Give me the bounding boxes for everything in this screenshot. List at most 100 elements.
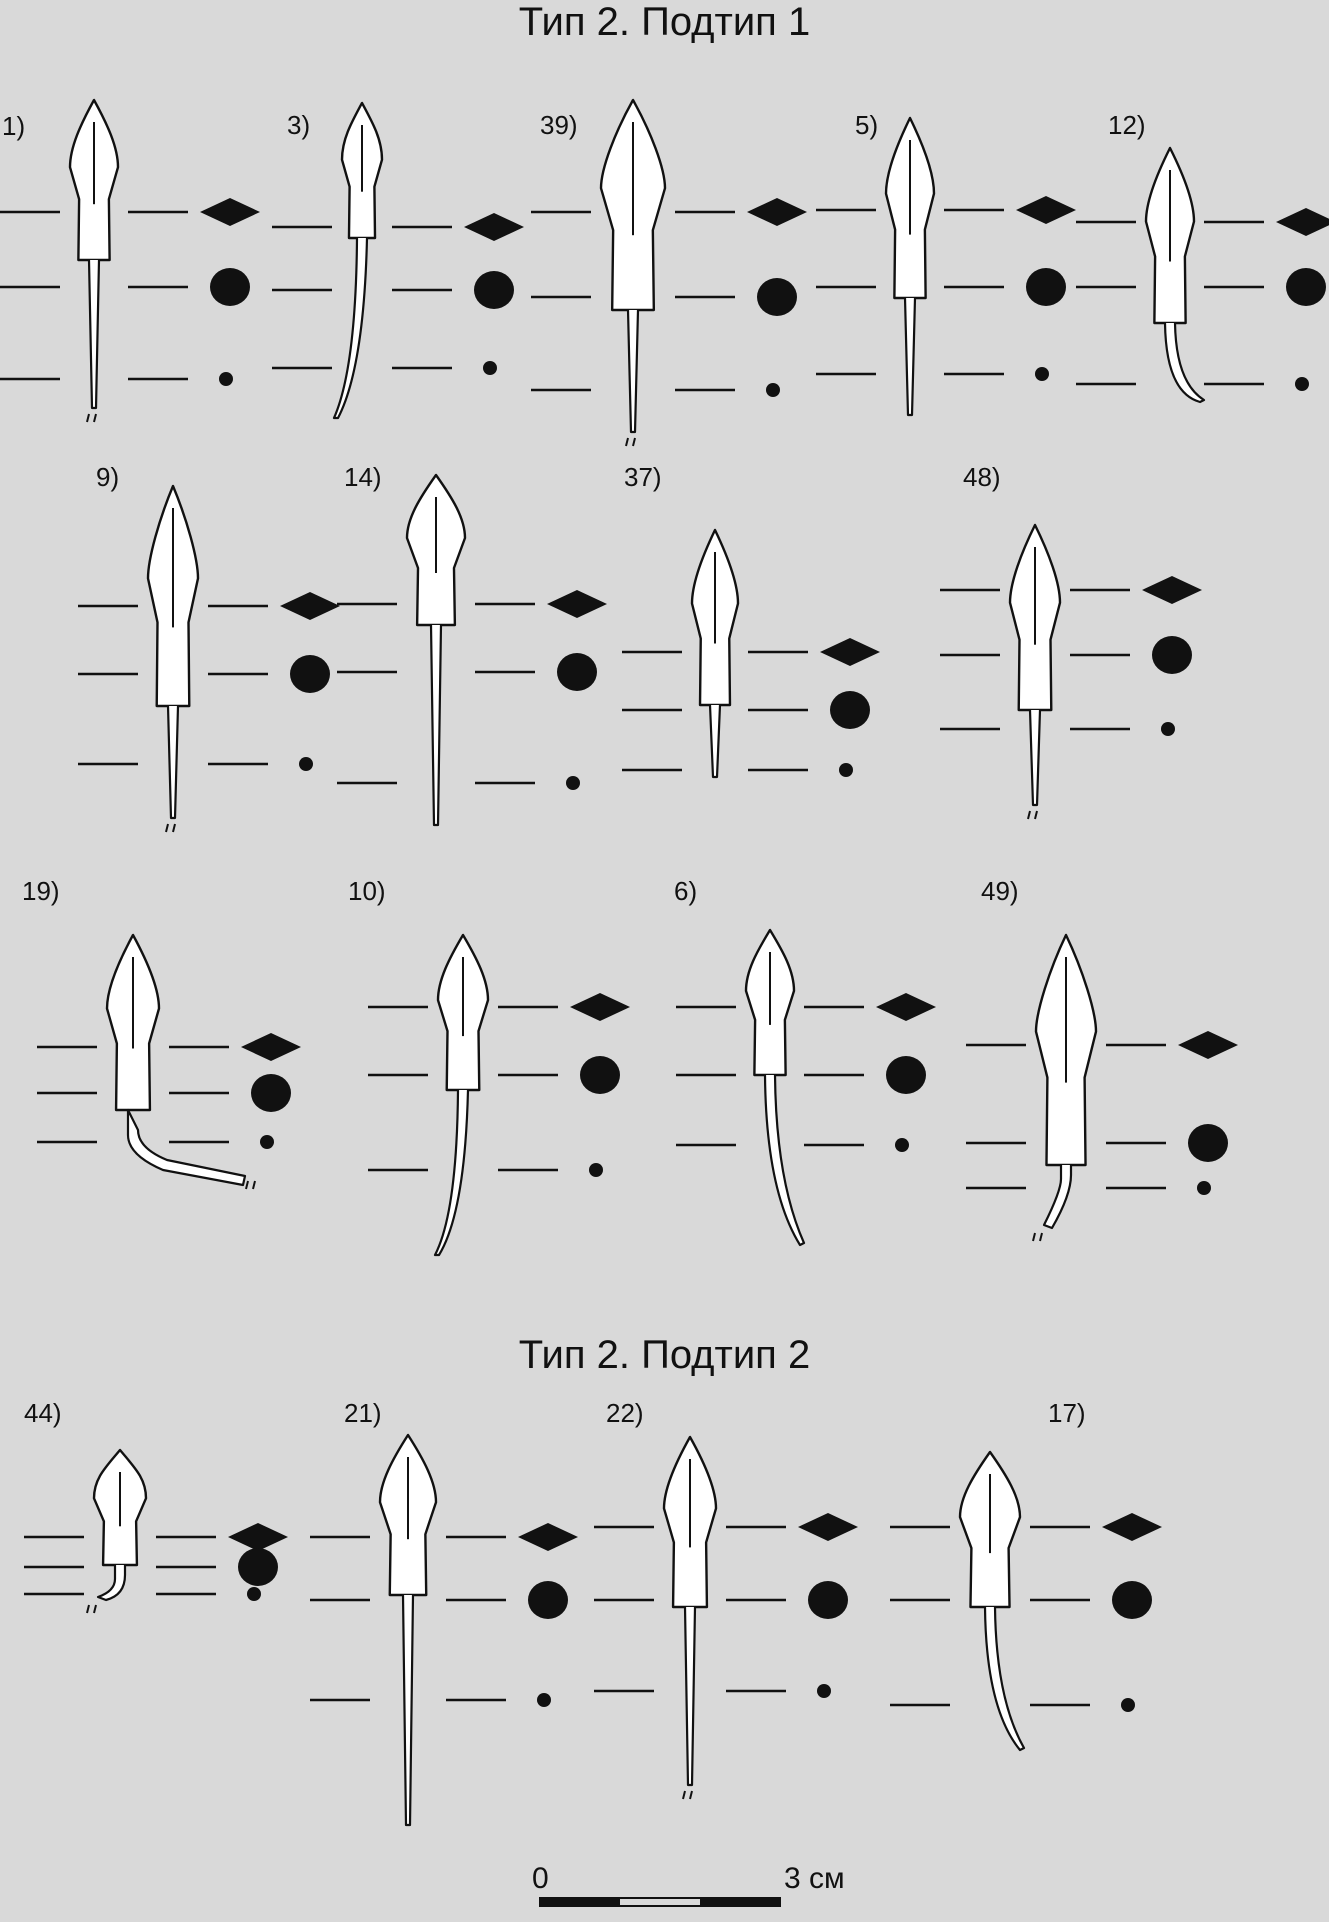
break-mark bbox=[252, 1180, 256, 1190]
specimen-label: 6) bbox=[674, 876, 697, 906]
arrowhead-9: 9) bbox=[78, 462, 340, 833]
subtype-2-title: Тип 2. Подтип 2 bbox=[518, 1333, 811, 1377]
tang bbox=[166, 705, 180, 820]
tang-section bbox=[1161, 722, 1175, 736]
arrowhead-49: 49) bbox=[966, 876, 1238, 1242]
tang bbox=[87, 259, 101, 410]
blade-section bbox=[1178, 1031, 1238, 1059]
collar-section bbox=[1152, 636, 1192, 674]
arrowhead-39: 39) bbox=[531, 98, 807, 447]
arrowhead-21: 21) bbox=[310, 1398, 578, 1827]
collar-section bbox=[1026, 268, 1066, 306]
tang bbox=[401, 1594, 415, 1827]
arrowhead-48: 48) bbox=[940, 462, 1202, 820]
tang-section bbox=[1295, 377, 1309, 391]
tang-section bbox=[766, 383, 780, 397]
specimen-label: 5) bbox=[855, 110, 878, 140]
tang bbox=[429, 624, 443, 827]
collar-section bbox=[830, 691, 870, 729]
collar-section bbox=[886, 1056, 926, 1094]
specimen-label: 21) bbox=[344, 1398, 382, 1428]
arrowhead-5: 5) bbox=[816, 110, 1076, 417]
specimen-label: 12) bbox=[1108, 110, 1146, 140]
tang bbox=[332, 237, 369, 420]
scale-segment bbox=[700, 1898, 780, 1906]
blade-section bbox=[547, 590, 607, 618]
tang bbox=[1163, 322, 1206, 404]
tang-section bbox=[817, 1684, 831, 1698]
tang bbox=[626, 309, 640, 434]
blade-section bbox=[464, 213, 524, 241]
break-mark bbox=[689, 1790, 693, 1800]
tang bbox=[433, 1089, 470, 1257]
tang-section bbox=[895, 1138, 909, 1152]
subtype-1-title: Тип 2. Подтип 1 bbox=[518, 0, 811, 44]
tang-section bbox=[219, 372, 233, 386]
tang-section bbox=[1035, 367, 1049, 381]
arrowhead-17: 17) bbox=[890, 1398, 1162, 1752]
tang-section bbox=[247, 1587, 261, 1601]
arrowhead-10: 10) bbox=[348, 876, 630, 1257]
break-mark bbox=[1032, 1232, 1036, 1242]
specimen-label: 19) bbox=[22, 876, 60, 906]
specimen-label: 3) bbox=[287, 110, 310, 140]
break-mark bbox=[172, 823, 176, 833]
arrowhead-19: 19) bbox=[22, 876, 301, 1190]
break-mark bbox=[245, 1180, 249, 1190]
specimen-label: 49) bbox=[981, 876, 1019, 906]
break-mark bbox=[1039, 1232, 1043, 1242]
collar-section bbox=[528, 1581, 568, 1619]
break-mark bbox=[1027, 810, 1031, 820]
arrowhead-12: 12) bbox=[1076, 110, 1329, 404]
specimen-label: 44) bbox=[24, 1398, 62, 1428]
specimen-label: 14) bbox=[344, 462, 382, 492]
collar-section bbox=[238, 1548, 278, 1586]
collar-section bbox=[1286, 268, 1326, 306]
arrowhead-6: 6) bbox=[674, 876, 936, 1247]
collar-section bbox=[1188, 1124, 1228, 1162]
specimen-label: 17) bbox=[1048, 1398, 1086, 1428]
tang bbox=[763, 1074, 806, 1247]
collar-section bbox=[1112, 1581, 1152, 1619]
collar-section bbox=[251, 1074, 291, 1112]
tang bbox=[1042, 1165, 1073, 1230]
specimen-label: 39) bbox=[540, 110, 578, 140]
scale-start-label: 0 bbox=[532, 1862, 549, 1895]
tang-section bbox=[1197, 1181, 1211, 1195]
tang bbox=[983, 1606, 1026, 1752]
arrowhead-37: 37) bbox=[622, 462, 880, 779]
specimen-label: 37) bbox=[624, 462, 662, 492]
collar-section bbox=[757, 278, 797, 316]
scale-segment bbox=[540, 1898, 620, 1906]
blade-section bbox=[518, 1523, 578, 1551]
break-mark bbox=[86, 1604, 90, 1614]
tang-section bbox=[1121, 1698, 1135, 1712]
break-mark bbox=[625, 437, 629, 447]
blade-section bbox=[280, 592, 340, 620]
break-mark bbox=[165, 823, 169, 833]
collar-section bbox=[808, 1581, 848, 1619]
break-mark bbox=[632, 437, 636, 447]
specimen-label: 9) bbox=[96, 462, 119, 492]
specimen-label: 10) bbox=[348, 876, 386, 906]
specimen-label: 1) bbox=[2, 111, 25, 141]
tang-section bbox=[839, 763, 853, 777]
specimen-label: 48) bbox=[963, 462, 1001, 492]
collar-section bbox=[290, 655, 330, 693]
break-mark bbox=[86, 413, 90, 423]
collar-section bbox=[210, 268, 250, 306]
arrowhead-1: 1) bbox=[0, 98, 260, 423]
arrowhead-14: 14) bbox=[337, 462, 607, 827]
collar-section bbox=[474, 271, 514, 309]
blade-section bbox=[228, 1523, 288, 1551]
blade-section bbox=[1276, 208, 1329, 236]
tang bbox=[708, 704, 722, 779]
tang bbox=[903, 297, 917, 417]
blade-section bbox=[876, 993, 936, 1021]
blade-section bbox=[820, 638, 880, 666]
break-mark bbox=[93, 1604, 97, 1614]
arrowhead-44: 44) bbox=[24, 1398, 288, 1614]
blade-section bbox=[747, 198, 807, 226]
collar-section bbox=[580, 1056, 620, 1094]
